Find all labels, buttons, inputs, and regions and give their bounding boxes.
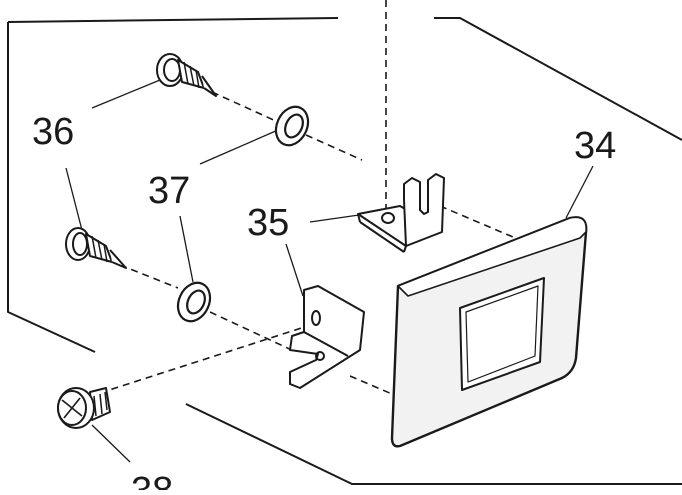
panel-outline <box>7 17 682 485</box>
axis-35a-34 <box>439 205 521 241</box>
bracket-part-35-lower <box>289 285 365 389</box>
leader-38 <box>91 424 131 463</box>
callout-labels: 34 35 36 37 38 <box>32 111 616 495</box>
assembly-axes <box>99 0 521 395</box>
washer-part-37-lower <box>176 281 212 323</box>
callout-34: 34 <box>574 125 616 167</box>
callout-35: 35 <box>247 202 289 244</box>
axis-35b-34 <box>349 375 393 395</box>
callout-36: 36 <box>32 111 74 153</box>
leader-34 <box>565 165 594 219</box>
leader-37-upper <box>199 129 279 165</box>
axis-37b-35b <box>209 311 297 353</box>
screw-part-38 <box>57 387 111 429</box>
cover-part-34 <box>390 216 588 448</box>
leader-lines <box>65 79 594 463</box>
axis-37a-35a <box>305 134 363 161</box>
screw-part-36-lower <box>65 227 127 269</box>
leader-35-lower <box>285 243 304 297</box>
callout-37: 37 <box>148 170 190 212</box>
screw-part-36-upper <box>156 53 217 97</box>
leader-37-lower <box>179 215 194 283</box>
callout-38: 38 <box>131 470 173 490</box>
leader-36-upper <box>91 79 161 109</box>
leader-36-lower <box>65 167 85 239</box>
axis-36b-37b <box>119 264 179 289</box>
axis-36a-37a <box>211 91 279 123</box>
washer-part-37-upper <box>274 105 310 147</box>
leader-35-upper <box>309 213 367 223</box>
axis-38-35b <box>99 321 321 394</box>
bracket-part-35-upper <box>357 173 445 253</box>
